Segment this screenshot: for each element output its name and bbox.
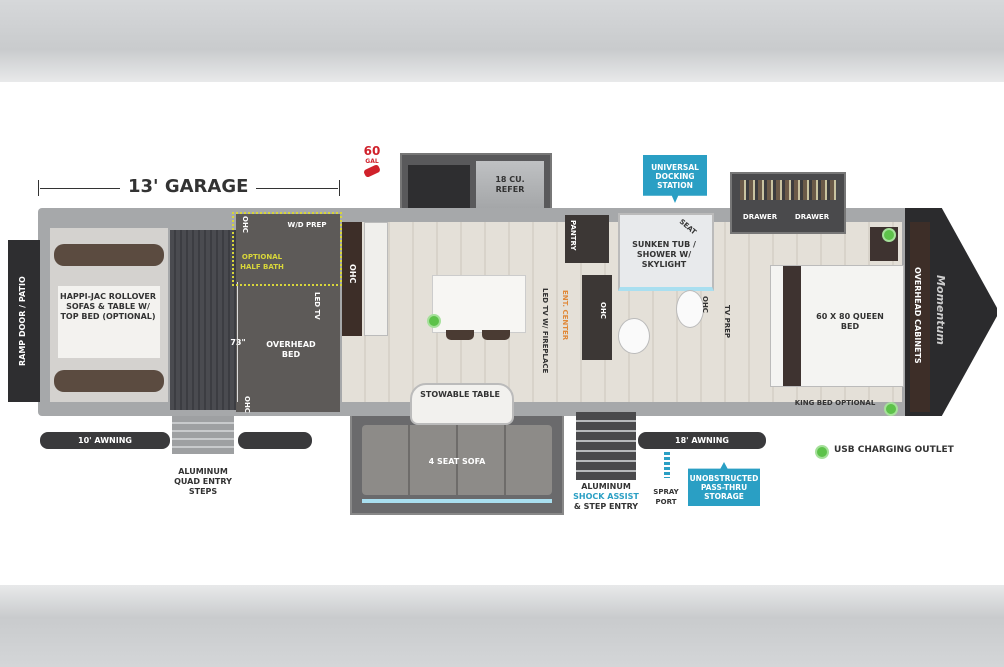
sofa [362, 425, 552, 495]
garage-sofas-label: HAPPI-JAC ROLLOVER SOFAS & TABLE w/ TOP … [60, 292, 157, 321]
awning-right-label: 18' AWNING [675, 436, 729, 445]
pantry [565, 215, 609, 263]
ramp-door-label: RAMP DOOR / PATIO [18, 276, 27, 366]
garage-length-label: 13' GARAGE [120, 176, 257, 197]
usb-legend-label: USB CHARGING OUTLET [834, 445, 954, 455]
bookshelf [740, 180, 836, 200]
refer-label: 18 CU. REFER [495, 175, 525, 194]
usb-outlet-icon [427, 314, 441, 328]
fuel-unit: GAL [365, 158, 379, 165]
wd-prep-label: W/D PREP [287, 221, 327, 229]
drawer-label: DRAWER [742, 213, 778, 221]
tv-fireplace-label: LED TV w/ FIREPLACE [541, 288, 549, 374]
stowable-table-label: STOWABLE TABLE [420, 390, 500, 399]
ohc-label: OHC [243, 396, 251, 413]
king-bed-label: KING BED OPTIONAL [794, 399, 876, 407]
garage-steps-label: ALUMINUM QUAD ENTRY STEPS [174, 467, 232, 496]
kitchen-ohc [342, 222, 362, 336]
garage-seating [50, 228, 168, 402]
docking-station-badge: UNIVERSAL DOCKING STATION [643, 155, 707, 203]
storage-label: UNOBSTRUCTED PASS-THRU STORAGE [689, 473, 759, 501]
ohc-label: OHC [241, 216, 249, 233]
fuel-station: 60 GAL [352, 144, 392, 194]
drawer-label: DRAWER [794, 213, 830, 221]
overhead-cabinets-label: OVERHEAD CABINETS [913, 266, 922, 364]
led-tv-label: LED TV [313, 292, 321, 320]
usb-legend-icon [815, 445, 829, 459]
ramp-door[interactable] [8, 240, 40, 402]
garage-table [58, 286, 160, 358]
bar-stool [446, 330, 474, 340]
blurred-background-top [0, 0, 1004, 82]
usb-outlet-icon [884, 402, 898, 416]
main-steps-line: SHOCK ASSIST [573, 492, 639, 501]
awning-right: 18' AWNING [638, 432, 766, 449]
overhead-bed-label: OVERHEAD BED [266, 340, 316, 359]
garage-floor [170, 230, 236, 410]
dresser-slide: DRAWER DRAWER [730, 172, 846, 234]
fuel-amount: 60 [363, 144, 381, 158]
main-entry-steps[interactable] [576, 412, 636, 480]
overhead-bed-area [236, 214, 340, 412]
main-steps-label: ALUMINUM SHOCK ASSIST & STEP ENTRY [568, 482, 644, 512]
fuel-nozzle-icon [363, 163, 381, 179]
blurred-background-bottom [0, 585, 1004, 667]
sofa-slide: 4 SEAT SOFA [350, 405, 564, 515]
overhead-cabinets [910, 222, 930, 412]
docking-label: UNIVERSAL DOCKING STATION [651, 162, 699, 190]
garage-dimension: 13' GARAGE [38, 176, 340, 200]
usb-outlet-icon [882, 228, 896, 242]
bar-stool [482, 330, 510, 340]
ohc-label: OHC [599, 302, 607, 319]
awning-left-label: 10' AWNING [78, 436, 132, 445]
tv-prep-label: TV PREP [723, 305, 731, 339]
ent-center-label: ENT. CENTER [561, 290, 569, 341]
half-bath-label: OPTIONAL HALF BATH [240, 253, 284, 271]
sink [676, 290, 704, 328]
sunken-tub [618, 213, 714, 291]
bed-label: 60 x 80 QUEEN BED [816, 312, 884, 331]
toilet [618, 318, 650, 354]
main-steps-line: & STEP ENTRY [573, 502, 639, 511]
storage-badge: UNOBSTRUCTED PASS-THRU STORAGE [688, 462, 760, 506]
entertainment-center [582, 275, 612, 360]
height-line [237, 282, 238, 402]
ohc-label: OHC [701, 296, 709, 313]
garage-entry-steps[interactable] [172, 416, 234, 454]
awning-left: 10' AWNING [40, 432, 170, 449]
spray-port-label: SPRAY PORT [653, 488, 679, 506]
main-steps-line: ALUMINUM [581, 482, 631, 491]
kitchen-island [432, 275, 526, 333]
queen-bed [770, 265, 904, 387]
rollover-sofa [54, 370, 164, 392]
kitchen-counter [364, 222, 388, 336]
brand-logo: Momentum [934, 275, 947, 345]
ohc-label: OHC [348, 264, 357, 284]
sofa-label: 4 SEAT SOFA [428, 457, 486, 466]
rollover-sofa [54, 244, 164, 266]
stowable-table[interactable] [410, 383, 514, 425]
height-dimension: 73" [230, 338, 246, 347]
pantry-label: PANTRY [569, 220, 577, 251]
headboard-runner [783, 266, 801, 386]
tub-label: SUNKEN TUB / SHOWER w/ SKYLIGHT [632, 240, 696, 269]
spray-hose-icon [664, 452, 670, 478]
optional-half-bath [232, 212, 342, 286]
awning-mid [238, 432, 312, 449]
